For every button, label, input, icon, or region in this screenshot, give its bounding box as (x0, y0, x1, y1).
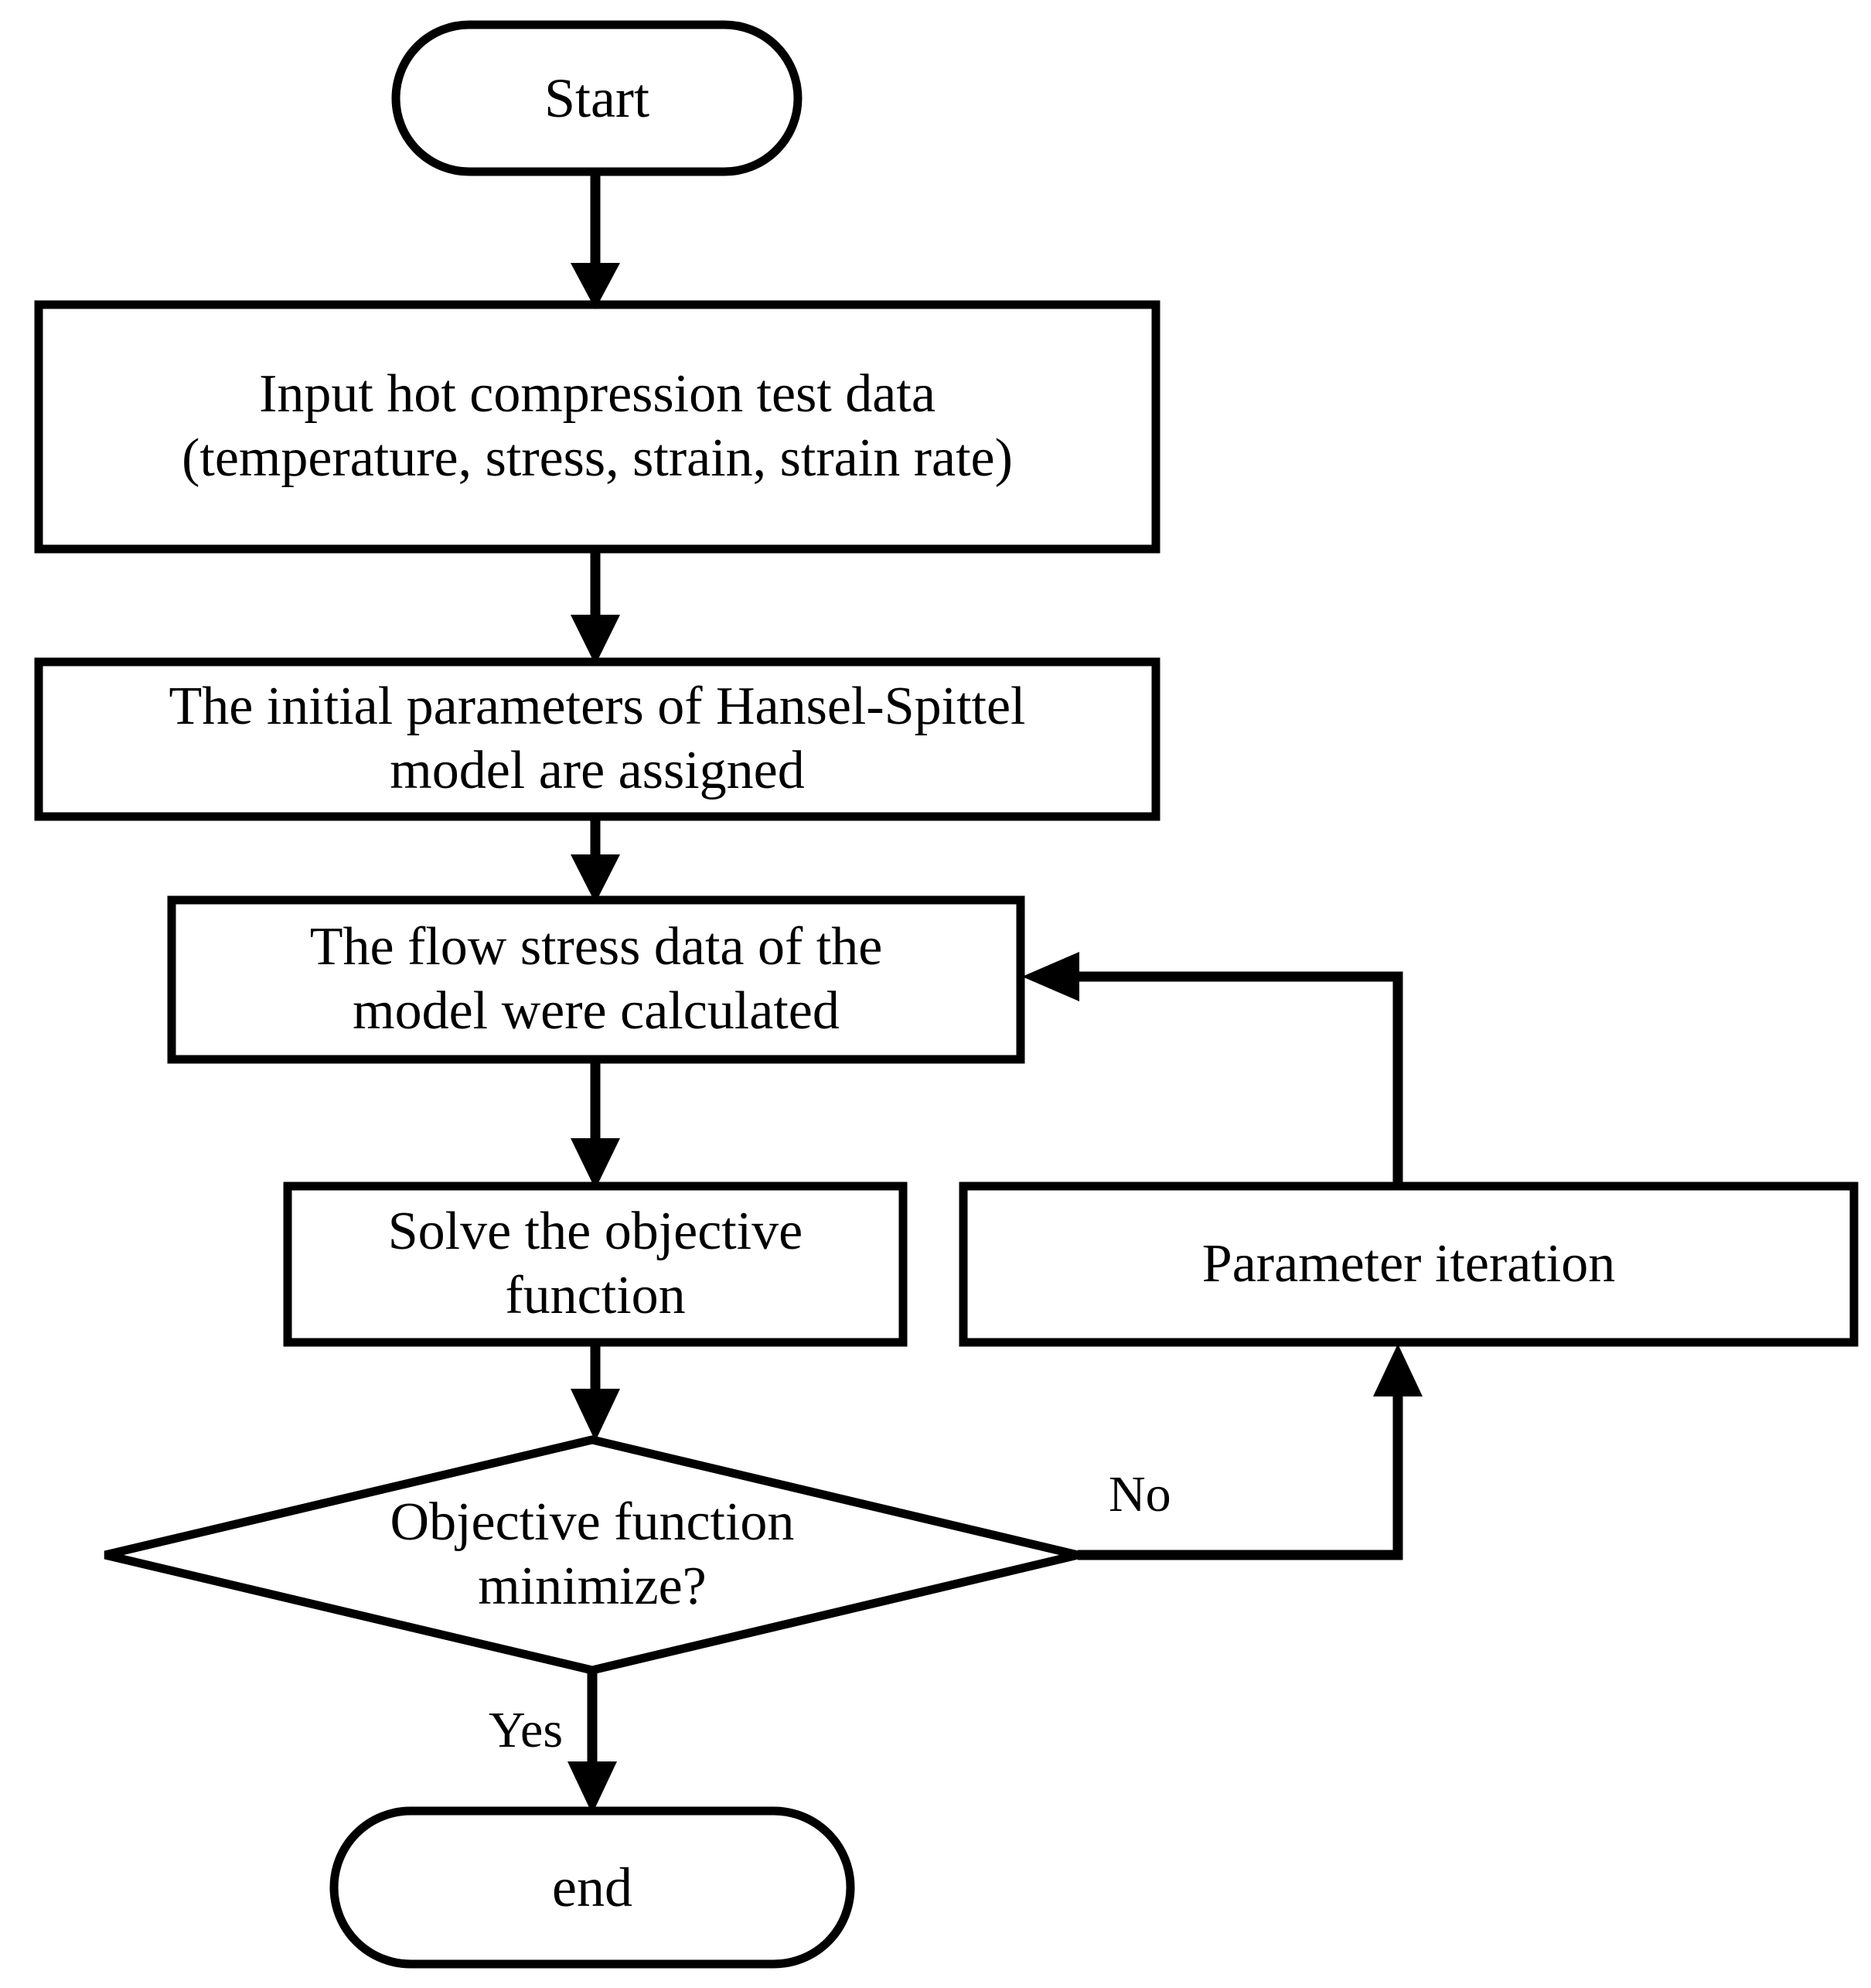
edge-start-to-input (571, 172, 620, 309)
edge-decision-no-to-parameter-iteration (1078, 1344, 1423, 1560)
edge-initial-to-flowstress (571, 817, 620, 903)
input-data-box-shape (34, 300, 1160, 554)
edge-input-to-initial (571, 549, 620, 665)
start-terminator-shape (391, 20, 803, 176)
initial-parameters-box-shape (34, 657, 1160, 821)
edge-parameter-iteration-to-flowstress (1022, 952, 1403, 1186)
edge-solve-to-decision (571, 1342, 620, 1441)
flow-stress-box-shape (167, 895, 1025, 1064)
edge-label-yes: Yes (489, 1702, 564, 1758)
parameter-iteration-box-shape (959, 1182, 1859, 1347)
solve-objective-box-shape (283, 1182, 908, 1347)
edge-label-no: No (1109, 1466, 1171, 1523)
end-terminator-shape (329, 1806, 855, 1969)
edge-decision-yes-to-end (567, 1670, 617, 1814)
decision-diamond-shape (104, 1435, 1079, 1675)
edge-flowstress-to-solve (571, 1059, 620, 1189)
